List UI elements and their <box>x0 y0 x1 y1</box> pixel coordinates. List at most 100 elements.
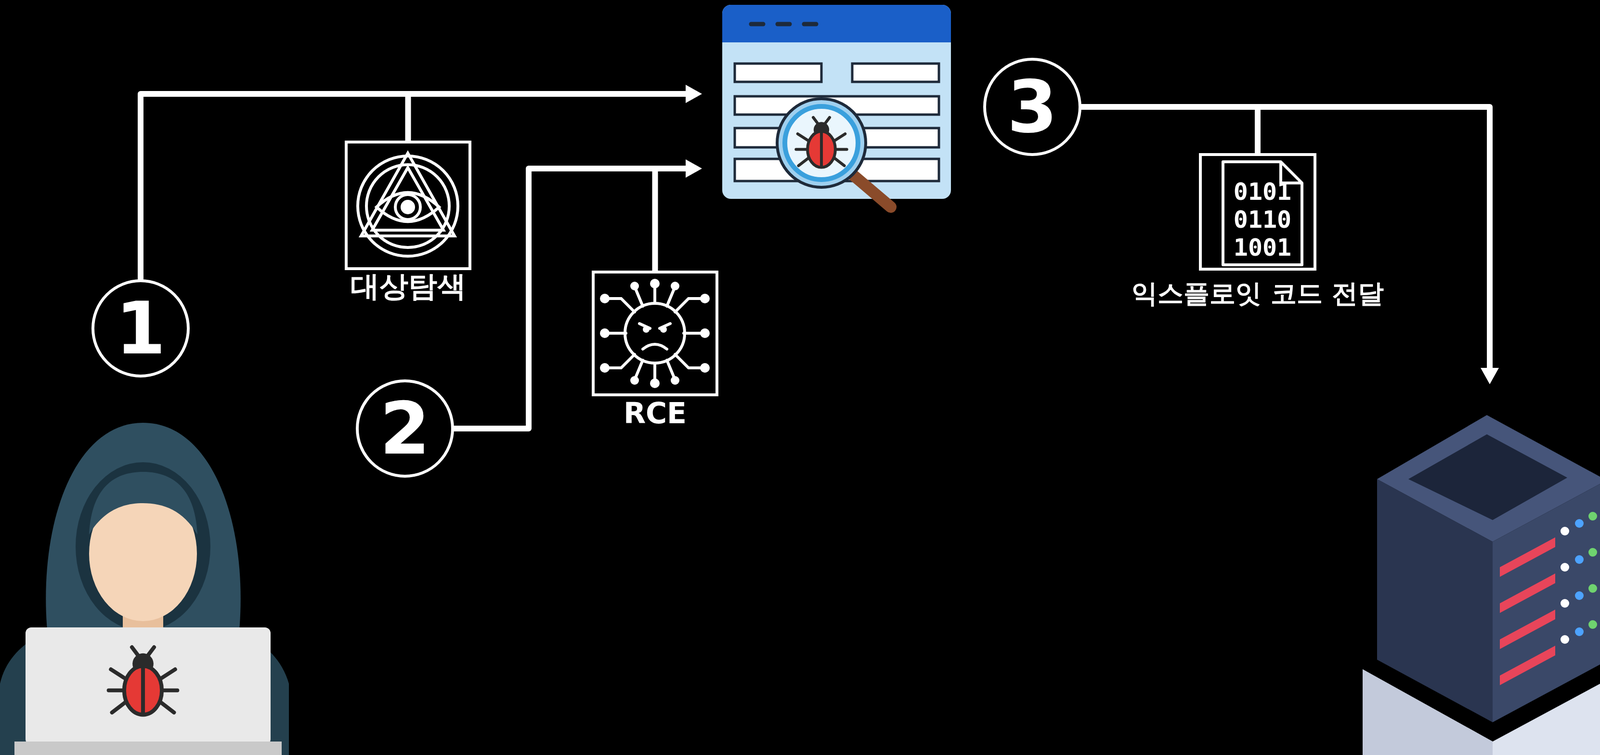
arrow-head-part <box>685 159 703 178</box>
virus-node-dot-part <box>700 328 710 339</box>
callout-circle: 1 <box>91 279 190 378</box>
callout-circle: 2 <box>355 379 455 478</box>
icon-box: 대상탐색 <box>344 140 472 271</box>
virus-icon-part <box>607 354 635 368</box>
virus-node-dot <box>599 278 710 389</box>
web-app-icon-part <box>722 4 951 43</box>
virus-icon-part <box>653 363 657 381</box>
virus-icon-part <box>666 288 675 307</box>
binary-text: 0110 <box>1233 207 1292 232</box>
search-eye-icon-part <box>376 192 440 222</box>
virus-node-dot-part <box>599 363 610 373</box>
flow-connector <box>454 168 656 429</box>
web-app-icon-part <box>777 98 866 188</box>
arrow-head <box>685 84 1499 385</box>
virus-icon-part <box>666 360 675 378</box>
hacker-figure-part <box>0 620 289 755</box>
server-led-part <box>1560 562 1570 572</box>
web-app-icon-part <box>734 63 939 182</box>
box-label: 익스플로잇 코드 전달 <box>1131 279 1384 308</box>
virus-node-dot-part <box>700 363 710 373</box>
server-led-part <box>1574 519 1584 528</box>
search-eye-icon-part <box>395 194 421 220</box>
server-led-part <box>1588 511 1598 521</box>
box-label: 대상탐색 <box>350 270 467 302</box>
callout-number: 3 <box>1007 70 1058 144</box>
server-slot <box>1499 537 1556 686</box>
web-app-icon-part-part <box>734 63 822 82</box>
server-rack-part <box>1377 415 1600 542</box>
search-eye-icon-part <box>402 201 414 213</box>
arrow-head-part <box>685 84 703 104</box>
web-app-icon-part-part <box>804 22 817 27</box>
virus-node-dot-part <box>599 293 610 304</box>
web-app-icon-part <box>751 22 817 27</box>
virus-node-dot-part <box>650 378 660 389</box>
search-eye-icon-part <box>372 167 444 231</box>
server-rack-part <box>1408 434 1568 521</box>
server-slot-part <box>1499 573 1556 613</box>
web-app-icon-part-part <box>852 63 939 82</box>
server-led-part <box>1574 591 1584 600</box>
virus-icon-part <box>607 331 626 335</box>
virus-icon-part <box>642 344 667 350</box>
web-app-icon-part <box>852 174 891 208</box>
server-led-part <box>1588 620 1598 629</box>
flow-connector <box>140 93 409 280</box>
flow-connector <box>1081 106 1258 154</box>
box-label: RCE <box>623 397 687 430</box>
hacker-figure-part <box>25 627 271 745</box>
callout-number: 2 <box>379 392 430 465</box>
server-led <box>1560 511 1598 644</box>
server-rack <box>1362 415 1600 755</box>
virus-node-dot-part <box>650 278 660 289</box>
server-slot-part <box>1499 537 1556 577</box>
virus-node-dot-part <box>599 328 610 339</box>
virus-node-dot-part <box>642 325 650 333</box>
server-led-part <box>1560 526 1570 536</box>
virus-node-dot-part <box>700 293 710 304</box>
server-slot-part <box>1499 609 1556 650</box>
arrow-wire-part <box>654 165 689 172</box>
hacker-figure-part <box>89 471 198 535</box>
server-led-part <box>1588 584 1598 593</box>
callout-circle: 3 <box>983 57 1082 157</box>
virus-node-dot-part <box>630 376 639 385</box>
hacker-figure <box>0 422 289 755</box>
server-led-part <box>1588 547 1598 557</box>
search-eye-icon-part <box>357 156 458 257</box>
virus-icon-part <box>653 286 657 304</box>
arrow-head-part <box>1480 367 1499 385</box>
virus-icon <box>607 286 703 381</box>
document-icon <box>1222 161 1302 265</box>
arrow-wire-part <box>407 91 689 97</box>
virus-node-dot-part <box>670 376 680 385</box>
hacker-figure-part <box>75 462 211 631</box>
virus-icon-part <box>675 298 703 313</box>
virus-node-dot-part <box>660 325 667 333</box>
virus-node-dot-part <box>630 281 639 291</box>
web-app-icon-part <box>722 4 951 199</box>
virus-icon-part <box>635 360 643 378</box>
web-app-icon <box>722 4 951 208</box>
web-app-icon-part-part <box>777 22 790 27</box>
search-eye-icon <box>357 153 458 257</box>
virus-icon-part <box>683 331 703 335</box>
server-led-part <box>1574 627 1584 637</box>
virus-icon-part <box>675 354 703 368</box>
document-icon-part <box>1222 161 1302 265</box>
icon-box: RCE <box>591 270 719 397</box>
server-led-part <box>1560 598 1570 608</box>
server-led-part <box>1560 635 1570 644</box>
hacker-figure-part <box>45 422 241 641</box>
arrow-wire-part <box>1257 106 1490 371</box>
virus-node-dot-part <box>670 281 680 291</box>
server-led-part <box>1574 555 1584 564</box>
binary-text: 0101 <box>1233 179 1292 204</box>
callout-number: 1 <box>115 292 166 365</box>
virus-icon-part <box>607 298 635 313</box>
hacker-figure-part <box>14 741 282 755</box>
